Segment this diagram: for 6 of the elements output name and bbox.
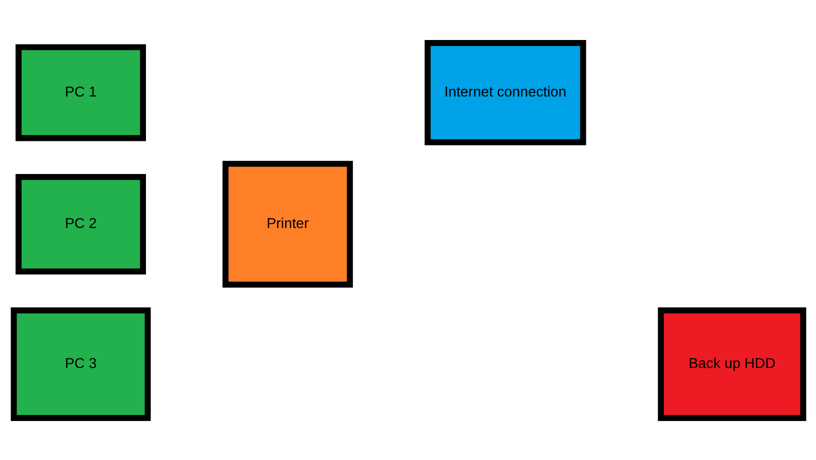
node-box: PC 1	[15, 44, 146, 141]
node-box: Back up HDD	[657, 306, 806, 420]
node-box: Internet connection	[424, 40, 586, 145]
node-box: PC 2	[15, 173, 146, 274]
node-box: Printer	[222, 160, 352, 288]
node-box: PC 3	[10, 306, 150, 420]
